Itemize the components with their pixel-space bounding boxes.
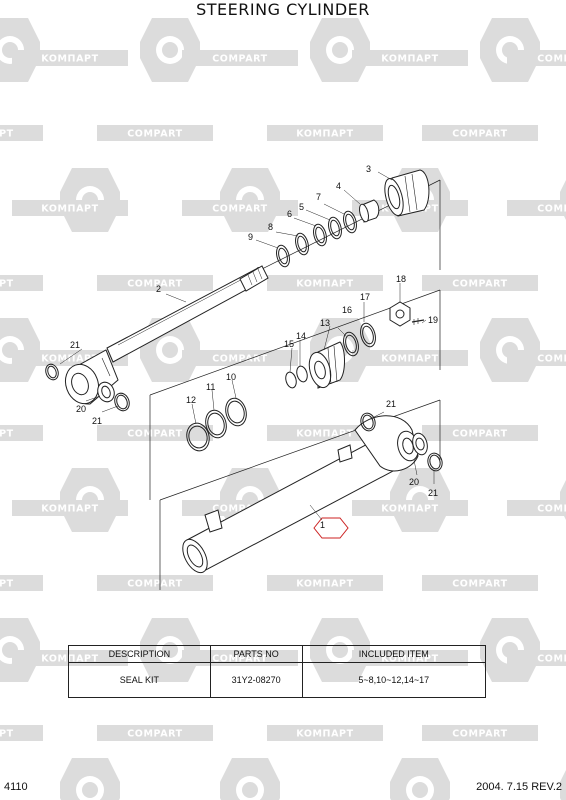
callout-21-tube-bottom: 21 — [428, 488, 438, 498]
watermark-text: KOMПAPT — [296, 429, 353, 440]
callout-3: 3 — [366, 164, 371, 174]
cell-included-item: 5~8,10~12,14~17 — [301, 662, 486, 698]
watermark-text: COMPART — [537, 354, 566, 365]
watermark-text: COMPART — [127, 279, 183, 290]
cell-parts-no: 31Y2-08270 — [209, 662, 303, 698]
watermark-text: KOMПAPT — [0, 279, 14, 290]
watermark-text: KOMПAPT — [0, 429, 14, 440]
watermark-text: COMPART — [127, 429, 183, 440]
callout-5: 5 — [299, 202, 304, 212]
callout-16: 16 — [342, 305, 352, 315]
header-parts-no: PARTS NO — [209, 645, 303, 663]
revision-date: 2004. 7.15 REV.2 — [476, 781, 562, 793]
watermark-text: COMPART — [537, 54, 566, 65]
watermark-logo — [560, 758, 566, 800]
watermark-text: KOMПAPT — [41, 354, 98, 365]
watermark-text: COMPART — [452, 279, 508, 290]
table-row: SEAL KIT 31Y2-08270 5~8,10~12,14~17 — [68, 662, 486, 698]
watermark-text: KOMПAPT — [41, 504, 98, 515]
callout-18: 18 — [396, 274, 406, 284]
lower-seal-set — [186, 397, 247, 452]
watermark-logo — [390, 758, 450, 800]
watermark-text: COMPART — [452, 579, 508, 590]
watermark-text: KOMПAPT — [296, 129, 353, 140]
piston-rod — [45, 265, 269, 412]
callout-21-rod-bottom: 21 — [92, 416, 102, 426]
watermark-text: COMPART — [127, 129, 183, 140]
watermark-text: COMPART — [452, 429, 508, 440]
seal-kit-table: DESCRIPTION PARTS NO INCLUDED ITEM SEAL … — [68, 645, 486, 698]
header-included-item: INCLUDED ITEM — [301, 645, 486, 663]
watermark-text: COMPART — [537, 504, 566, 515]
watermark-text: COMPART — [212, 204, 268, 215]
callout-11: 11 — [206, 382, 215, 392]
cylinder-tube — [182, 412, 443, 574]
watermark-text: KOMПAPT — [296, 579, 353, 590]
page-number: 4110 — [4, 781, 28, 793]
callout-1: 1 — [320, 520, 325, 530]
watermark-text: KOMПAPT — [0, 129, 14, 140]
watermark-text: KOMПAPT — [41, 204, 98, 215]
watermark-text: KOMПAPT — [381, 504, 438, 515]
callout-20-rod: 20 — [76, 404, 86, 414]
watermark-text: COMPART — [212, 504, 268, 515]
watermark-text: COMPART — [212, 54, 268, 65]
callout-6: 6 — [287, 209, 292, 219]
callout-14: 14 — [296, 331, 306, 341]
piston-group — [285, 301, 425, 389]
callout-19: 19 — [428, 315, 438, 325]
watermark-text: KOMПAPT — [0, 729, 14, 740]
watermark-text: KOMПAPT — [381, 354, 438, 365]
header-description: DESCRIPTION — [68, 645, 211, 663]
watermark-text: COMPART — [452, 729, 508, 740]
highlight-hexagon — [313, 517, 349, 539]
watermark-text: COMPART — [212, 354, 268, 365]
callout-10: 10 — [226, 372, 236, 382]
gland — [358, 169, 430, 223]
callout-9: 9 — [248, 232, 253, 242]
callout-20-tube: 20 — [409, 477, 419, 487]
watermark-logo — [220, 758, 280, 800]
callout-17: 17 — [360, 292, 370, 302]
watermark-text: COMPART — [127, 729, 183, 740]
watermark-text: KOMПAPT — [381, 54, 438, 65]
watermark-logo — [60, 758, 120, 800]
watermark-text: COMPART — [537, 654, 566, 665]
callout-15: 15 — [284, 339, 294, 349]
callout-21-tube-top: 21 — [386, 399, 396, 409]
cell-description: SEAL KIT — [68, 662, 211, 698]
watermark-text: KOMПAPT — [296, 729, 353, 740]
page-title: STEERING CYLINDER — [196, 0, 370, 19]
callout-13: 13 — [320, 318, 330, 328]
callout-2: 2 — [156, 284, 161, 294]
watermark-text: KOMПAPT — [296, 279, 353, 290]
upper-seal-set — [276, 210, 357, 268]
callout-21-rod-left: 21 — [70, 340, 80, 350]
callout-4: 4 — [336, 181, 341, 191]
callout-12: 12 — [186, 395, 196, 405]
watermark-text: COMPART — [127, 579, 183, 590]
watermark-text: KOMПAPT — [41, 54, 98, 65]
watermark-text: COMPART — [452, 129, 508, 140]
callout-8: 8 — [268, 222, 273, 232]
watermark-text: KOMПAPT — [0, 579, 14, 590]
table-header-row: DESCRIPTION PARTS NO INCLUDED ITEM — [68, 645, 486, 663]
callout-7: 7 — [316, 192, 321, 202]
watermark-text: COMPART — [537, 204, 566, 215]
